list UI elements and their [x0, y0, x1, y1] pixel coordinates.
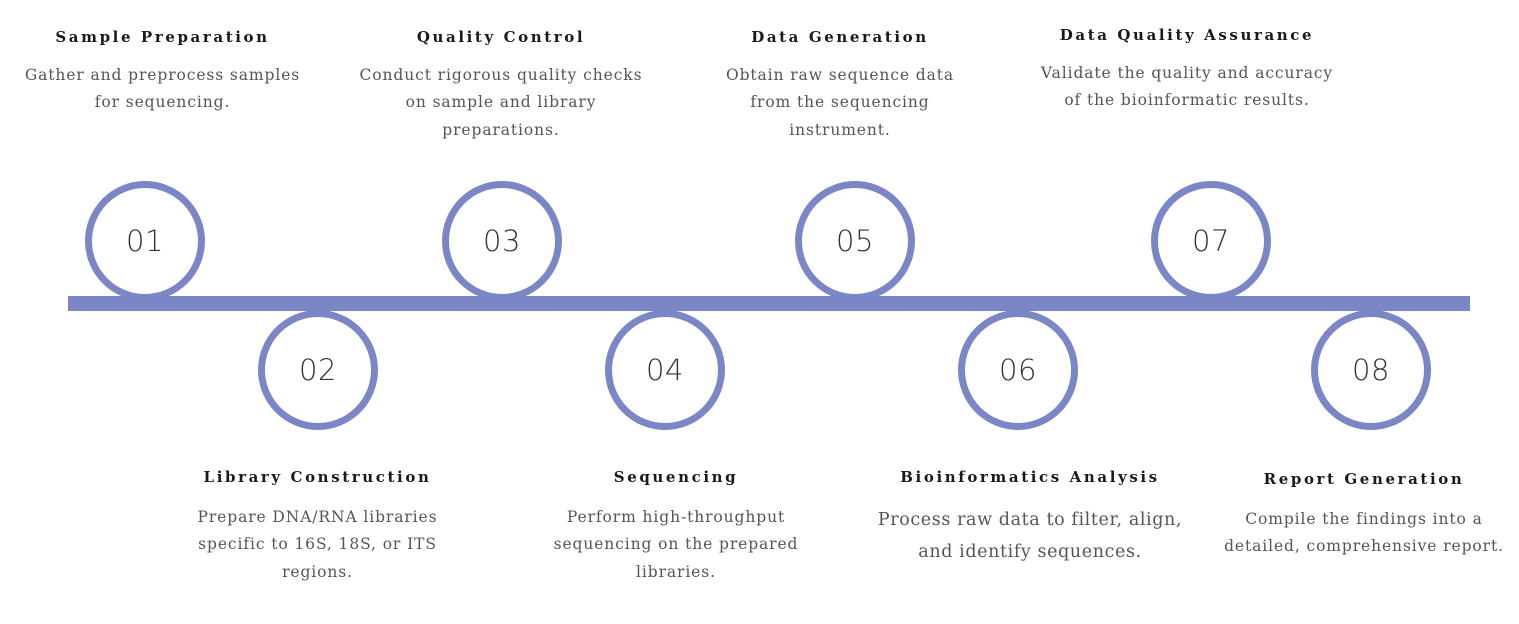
milestone-number-05: 05: [836, 223, 874, 258]
milestone-number-06: 06: [999, 352, 1037, 387]
step-title-08: Report Generation: [1263, 470, 1465, 488]
milestone-circle-05[interactable]: 05: [795, 181, 915, 301]
milestone-circle-03[interactable]: 03: [442, 181, 562, 301]
step-text-01: Sample Preparation Gather and preprocess…: [10, 28, 315, 117]
milestone-number-07: 07: [1192, 223, 1230, 258]
step-text-04: Sequencing Perform high-throughput seque…: [528, 468, 824, 586]
milestone-number-03: 03: [483, 223, 521, 258]
step-title-05: Data Generation: [751, 28, 929, 46]
milestone-number-04: 04: [646, 352, 684, 387]
milestone-circle-04[interactable]: 04: [605, 310, 725, 430]
step-text-06: Bioinformatics Analysis Process raw data…: [873, 468, 1187, 568]
step-description-05: Obtain raw sequence data from the sequen…: [725, 65, 954, 139]
step-title-02: Library Construction: [203, 468, 432, 486]
milestone-circle-02[interactable]: 02: [258, 310, 378, 430]
milestone-circle-06[interactable]: 06: [958, 310, 1078, 430]
step-title-04: Sequencing: [613, 468, 739, 486]
milestone-circle-08[interactable]: 08: [1311, 310, 1431, 430]
milestone-circle-01[interactable]: 01: [85, 181, 205, 301]
step-description-01: Gather and preprocess samples for sequen…: [24, 65, 301, 112]
step-description-06: Process raw data to filter, align, and i…: [877, 509, 1183, 562]
step-description-02: Prepare DNA/RNA libraries specific to 16…: [197, 507, 438, 581]
step-text-03: Quality Control Conduct rigorous quality…: [348, 28, 654, 144]
milestone-circle-07[interactable]: 07: [1151, 181, 1271, 301]
step-description-03: Conduct rigorous quality checks on sampl…: [359, 65, 643, 139]
step-text-02: Library Construction Prepare DNA/RNA lib…: [165, 468, 470, 586]
step-text-08: Report Generation Compile the findings i…: [1222, 470, 1506, 561]
milestone-number-02: 02: [299, 352, 337, 387]
step-description-04: Perform high-throughput sequencing on th…: [553, 507, 799, 581]
timeline-axis-bar: [68, 296, 1470, 311]
step-text-07: Data Quality Assurance Validate the qual…: [1038, 26, 1336, 115]
step-title-03: Quality Control: [416, 28, 586, 46]
step-title-01: Sample Preparation: [55, 28, 270, 46]
step-description-08: Compile the findings into a detailed, co…: [1224, 509, 1504, 556]
step-title-06: Bioinformatics Analysis: [900, 468, 1160, 486]
milestone-number-01: 01: [126, 223, 164, 258]
step-title-07: Data Quality Assurance: [1059, 26, 1315, 44]
milestone-number-08: 08: [1352, 352, 1390, 387]
step-description-07: Validate the quality and accuracy of the…: [1040, 63, 1334, 110]
step-text-05: Data Generation Obtain raw sequence data…: [712, 28, 968, 144]
